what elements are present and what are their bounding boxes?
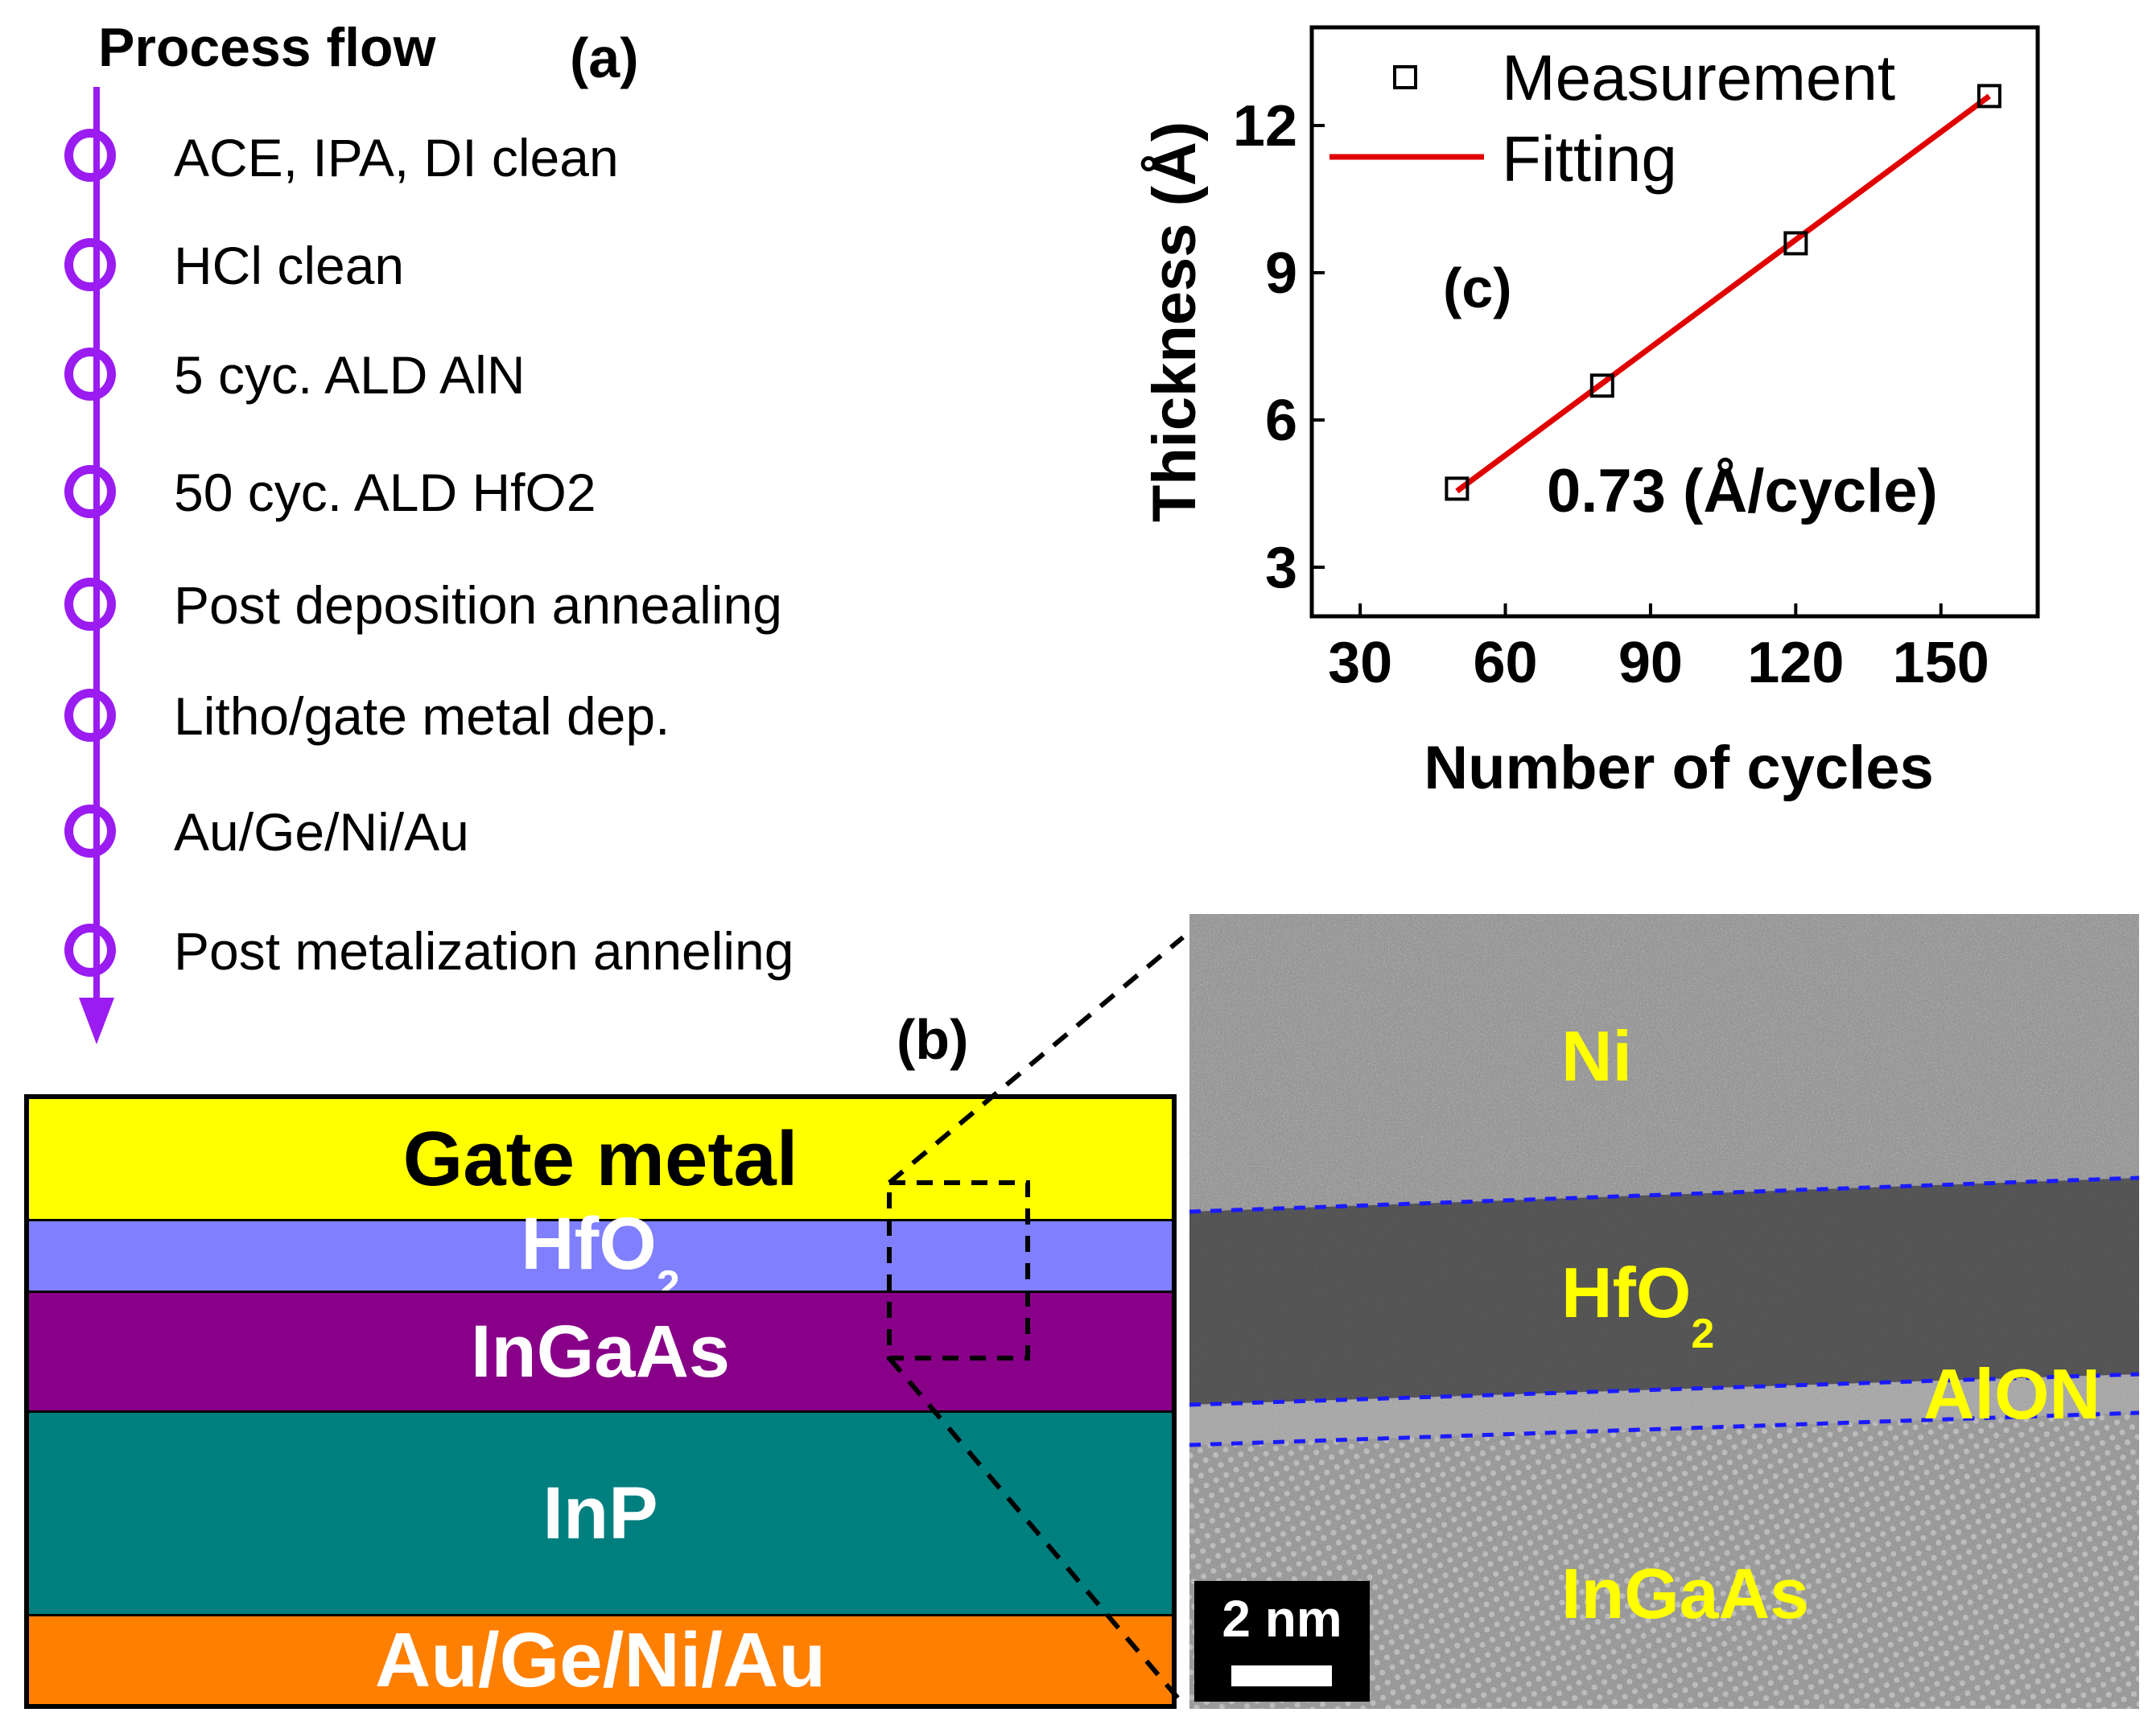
layer-inp: InP xyxy=(24,1410,1177,1616)
step-node-icon xyxy=(64,578,116,631)
measurement-point xyxy=(1783,231,1808,256)
measurement-point xyxy=(1445,476,1470,501)
tem-label-ni: Ni xyxy=(1561,1016,1632,1096)
x-axis-title: Number of cycles xyxy=(1424,734,1934,802)
process-step-6: Litho/gate metal dep. xyxy=(174,686,670,746)
chart-ticks: 30 60 90 120 150 3 6 9 12 xyxy=(1233,94,1989,695)
tem-label-ingaas: InGaAs xyxy=(1561,1554,1810,1633)
process-step-5: Post deposition annealing xyxy=(174,575,782,635)
step-node-icon xyxy=(64,465,116,518)
layer-hfo2: HfO2 xyxy=(24,1203,1177,1309)
step-node-icon xyxy=(64,805,116,858)
step-node-icon xyxy=(64,689,116,742)
thickness-chart: 30 60 90 120 150 3 6 9 12 Measurement Fitting (c… xyxy=(1140,25,2040,802)
y-tick-label: 12 xyxy=(1233,94,1297,158)
chart-plot-frame xyxy=(1309,25,2040,619)
tem-micrograph xyxy=(1189,914,2139,1709)
scale-bar-label: 2 nm xyxy=(1222,1590,1342,1648)
x-tick-label: 150 xyxy=(1893,631,1989,695)
tem-label-hfo2-main: HfO xyxy=(1561,1253,1692,1332)
layer-gate-metal-label: Gate metal xyxy=(402,1115,798,1202)
x-tick-label: 90 xyxy=(1618,631,1683,695)
x-tick-label: 30 xyxy=(1328,631,1392,695)
y-axis-title: Thickness (Å) xyxy=(1140,121,1209,522)
layer-inp-label: InP xyxy=(542,1472,658,1554)
layer-contact-metal: Au/Ge/Ni/Au xyxy=(24,1614,1177,1709)
measurement-point xyxy=(1977,84,2001,109)
process-step-2: HCl clean xyxy=(174,236,405,295)
process-step-1: ACE, IPA, DI clean xyxy=(174,128,619,187)
process-step-7: Au/Ge/Ni/Au xyxy=(174,802,469,862)
y-tick-label: 9 xyxy=(1265,241,1297,306)
layer-hfo2-label-main: HfO xyxy=(521,1203,657,1285)
arrow-down-icon xyxy=(79,998,114,1044)
legend-marker-measurement xyxy=(1393,65,1417,89)
measurement-points xyxy=(1445,84,2001,501)
slope-annotation: 0.73 (Å/cycle) xyxy=(1547,457,1938,525)
panel-label-c: (c) xyxy=(1443,257,1512,319)
layer-hfo2-label: HfO2 xyxy=(521,1202,680,1310)
step-node-icon xyxy=(64,129,116,182)
layer-ingaas: InGaAs xyxy=(24,1291,1177,1413)
tem-label-hfo2: HfO2 xyxy=(1561,1252,1714,1358)
y-tick-label: 6 xyxy=(1265,389,1297,453)
tem-label-hfo2-sub: 2 xyxy=(1691,1311,1715,1357)
panel-label-a: (a) xyxy=(570,27,639,89)
step-node-icon xyxy=(64,924,116,977)
x-tick-label: 120 xyxy=(1747,631,1844,695)
step-node-icon xyxy=(64,348,116,401)
x-tick-label: 60 xyxy=(1473,631,1537,695)
step-node-icon xyxy=(64,238,116,291)
process-flow-title: Process flow xyxy=(98,17,436,78)
process-step-8: Post metalization anneling xyxy=(174,921,794,981)
process-step-4: 50 cyc. ALD HfO2 xyxy=(174,463,596,522)
scale-bar xyxy=(1231,1665,1332,1686)
legend-label-measurement: Measurement xyxy=(1502,42,1895,113)
legend-label-fitting: Fitting xyxy=(1502,123,1677,195)
fitting-line xyxy=(1455,93,1991,494)
process-flow-line xyxy=(93,87,100,1012)
process-step-3: 5 cyc. ALD AlN xyxy=(174,345,526,405)
panel-label-b: (b) xyxy=(897,1008,969,1071)
y-tick-label: 3 xyxy=(1265,536,1297,600)
layer-ingaas-label: InGaAs xyxy=(470,1310,731,1393)
layer-contact-label: Au/Ge/Ni/Au xyxy=(374,1616,826,1703)
measurement-point xyxy=(1589,373,1614,398)
tem-label-alon: AlON xyxy=(1923,1354,2100,1434)
